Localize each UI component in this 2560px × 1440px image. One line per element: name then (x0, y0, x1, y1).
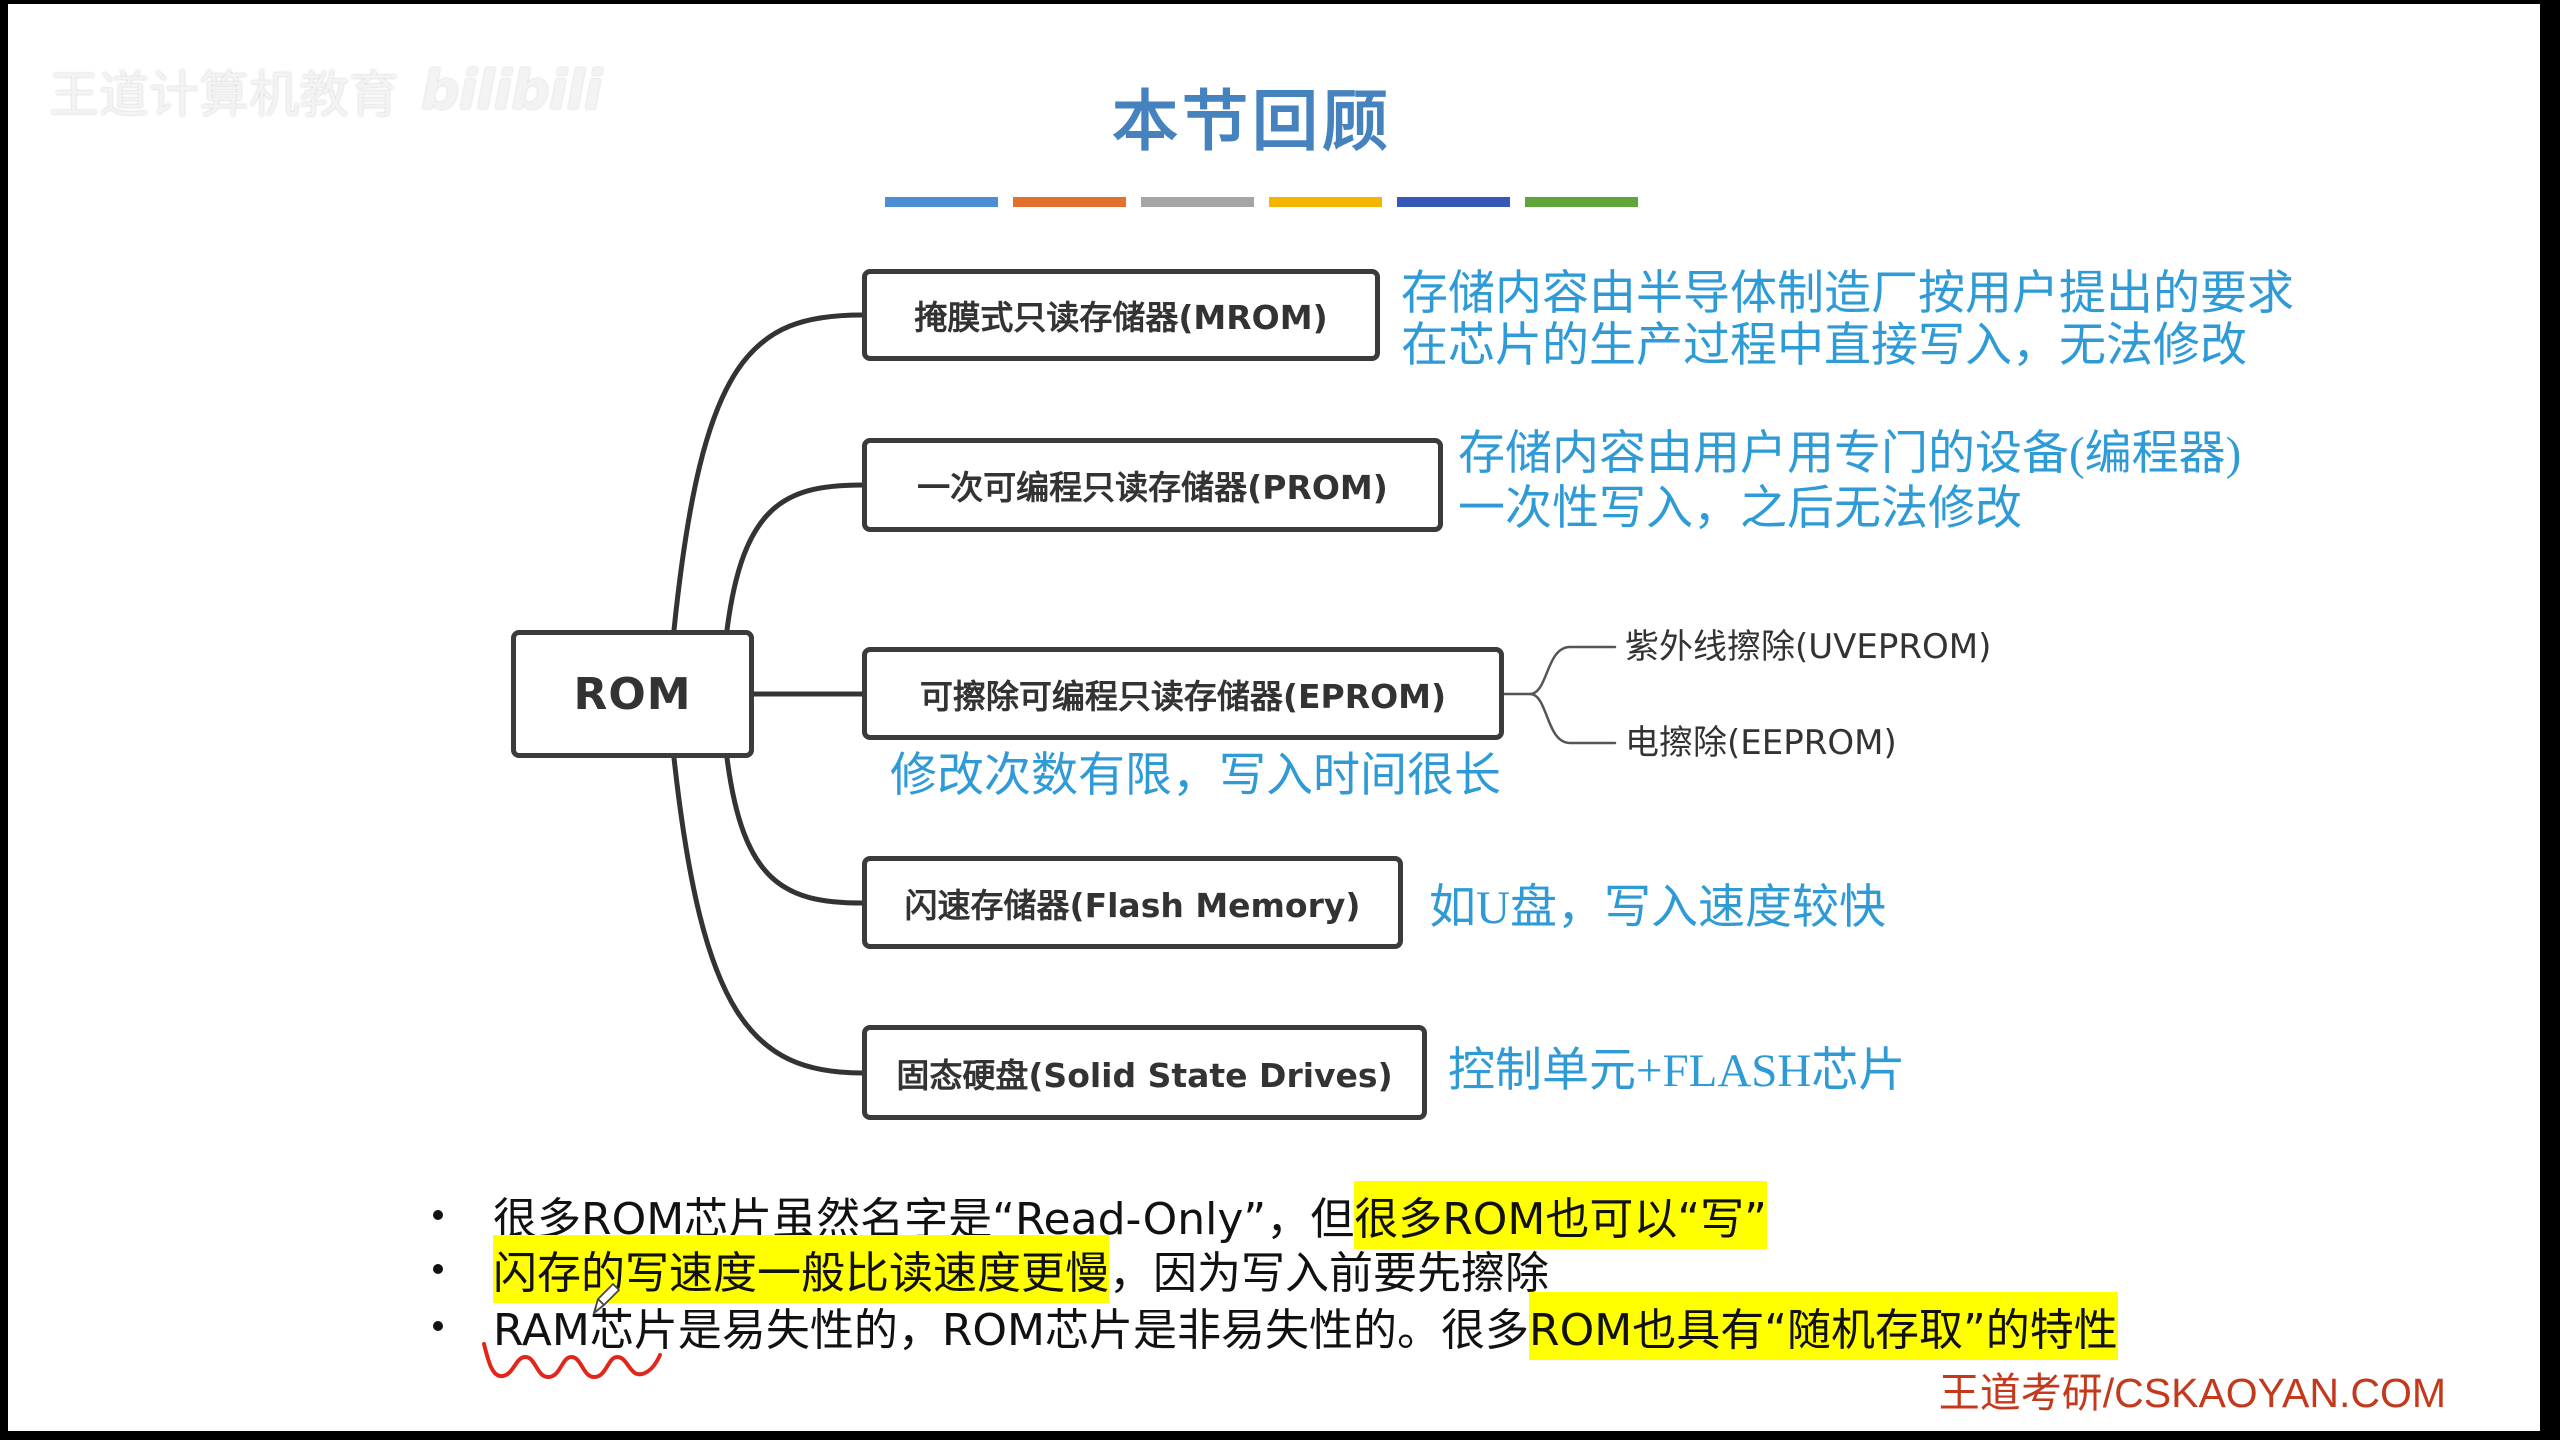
red-squiggle-underline (482, 1342, 662, 1379)
note-ssd: 控制单元+FLASH芯片 (1448, 1045, 1906, 1097)
title-bar-1 (885, 197, 998, 207)
footer-brand: 王道考研/CSKAOYAN.COM (1938, 1370, 2446, 1416)
sub-node-uveprom: 紫外线擦除(UVEPROM) (1625, 627, 1992, 667)
branch-node-flash: 闪速存储器(Flash Memory) (862, 856, 1403, 949)
bullet-text-highlight: 闪存的写速度一般比读速度更慢 (493, 1235, 1109, 1303)
bullet-dot (433, 1321, 443, 1331)
bullet-text: ，因为写入前要先擦除 (1109, 1248, 1549, 1299)
connector-eeprom (1528, 692, 1617, 745)
branch-node-label: 可擦除可编程只读存储器(EPROM) (919, 676, 1447, 716)
bullet-text-highlight: ROM也具有“随机存取”的特性 (1529, 1292, 2118, 1360)
bullet-text: RAM芯片是易失性的，ROM芯片是非易失性的。很多 (493, 1305, 1530, 1356)
note-mrom-line-1: 存储内容由半导体制造厂按用户提出的要求 (1401, 268, 2294, 320)
title-bar-2 (1013, 197, 1126, 207)
note-prom-line-2: 一次性写入，之后无法修改 (1458, 483, 2022, 535)
connector-mrom (671, 312, 865, 633)
branch-node-prom: 一次可编程只读存储器(PROM) (862, 438, 1443, 532)
branch-node-ssd: 固态硬盘(Solid State Drives) (862, 1025, 1427, 1120)
connector-flash (724, 755, 865, 906)
note-prom-line-1: 存储内容由用户用专门的设备(编程器) (1458, 428, 2242, 480)
title-bar-3 (1141, 197, 1254, 207)
bullet-item-2: 闪存的写速度一般比读速度更慢，因为写入前要先擦除 (433, 1235, 1549, 1303)
pen-cursor-icon (593, 1283, 620, 1314)
branch-node-label: 掩膜式只读存储器(MROM) (914, 298, 1328, 337)
note-flash: 如U盘，写入速度较快 (1429, 882, 1886, 934)
branch-node-label: 一次可编程只读存储器(PROM) (917, 468, 1388, 507)
branch-node-mrom: 掩膜式只读存储器(MROM) (862, 269, 1380, 361)
title-color-bars (885, 197, 1638, 207)
bullet-dot (433, 1264, 443, 1274)
note-eprom: 修改次数有限，写入时间很长 (890, 750, 1501, 802)
title-bar-5 (1397, 197, 1510, 207)
slide-title: 本节回顾 (1112, 83, 1392, 160)
sub-node-eeprom: 电擦除(EEPROM) (1625, 723, 1897, 763)
bullet-text-highlight: 很多ROM也可以“写” (1354, 1181, 1767, 1249)
connector-ssd (671, 755, 865, 1076)
bilibili-logo: bilibili (421, 59, 602, 122)
watermark-brand: 王道计算机教育 (49, 66, 399, 124)
root-node-label: ROM (573, 668, 692, 720)
branch-node-label: 闪速存储器(Flash Memory) (904, 885, 1361, 925)
branch-node-label: 固态硬盘(Solid State Drives) (896, 1055, 1393, 1095)
title-bar-6 (1525, 197, 1638, 207)
title-bar-4 (1269, 197, 1382, 207)
bullet-item-1: 很多ROM芯片虽然名字是“Read-Only”，但很多ROM也可以“写” (433, 1181, 1767, 1249)
bullet-dot (433, 1210, 443, 1220)
root-node-rom: ROM (511, 630, 754, 758)
connector-prom (724, 482, 865, 633)
note-mrom-line-2: 在芯片的生产过程中直接写入，无法修改 (1401, 320, 2247, 372)
branch-node-eprom: 可擦除可编程只读存储器(EPROM) (862, 647, 1504, 740)
